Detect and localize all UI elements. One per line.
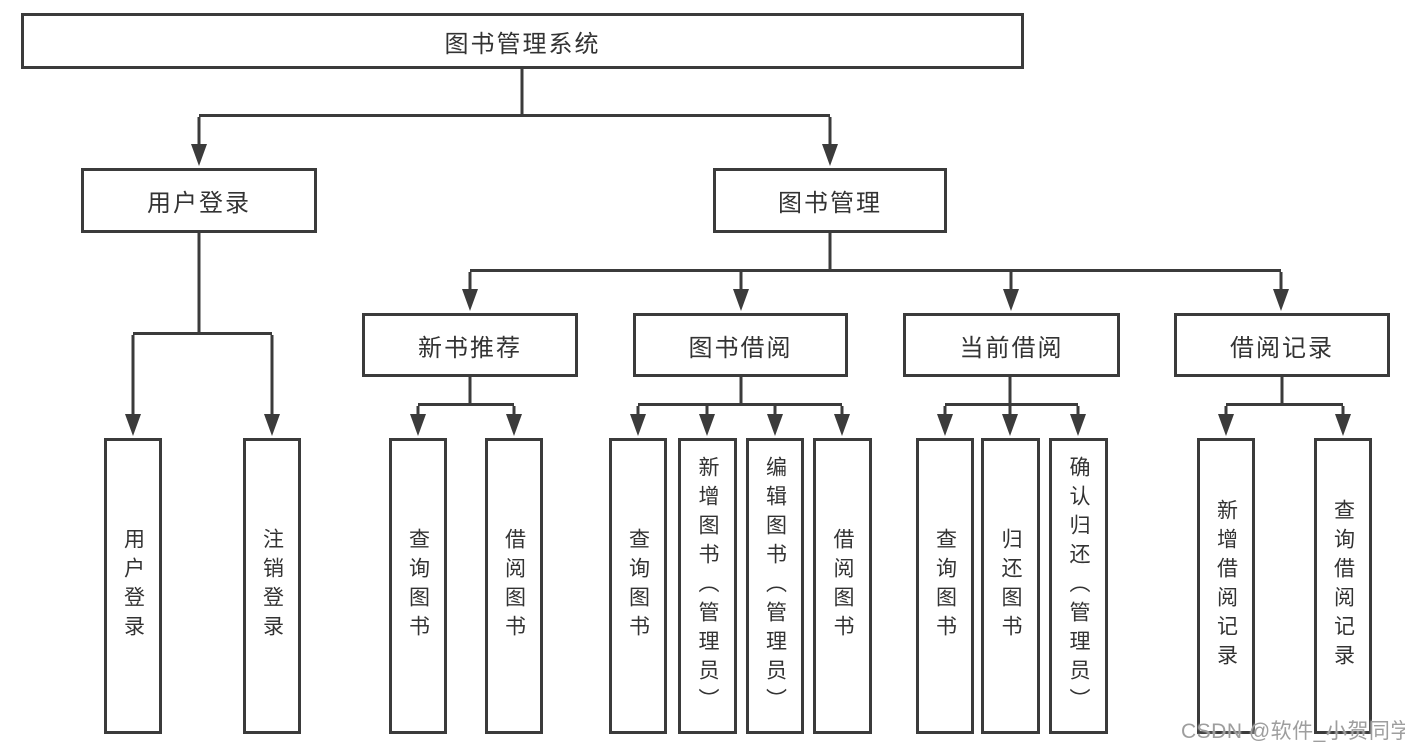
node-borrowing-records: 借阅记录 [1174, 313, 1390, 377]
node-library-management-system: 图书管理系统 [21, 13, 1024, 69]
connector-shafts [131, 69, 1345, 417]
leaf-query-borrow-record: 查询借阅记录 [1314, 438, 1372, 734]
leaf-confirm-return-admin: 确认归还（管理员） [1049, 438, 1108, 734]
arrowheads [125, 144, 1351, 436]
leaf-edit-books-admin: 编辑图书（管理员） [746, 438, 804, 734]
leaf-return-books: 归还图书 [981, 438, 1040, 734]
leaf-add-borrow-record: 新增借阅记录 [1197, 438, 1255, 734]
leaf-borrow-books-borrow: 借阅图书 [813, 438, 872, 734]
leaf-query-books-borrow: 查询图书 [609, 438, 667, 734]
leaf-user-login: 用户登录 [104, 438, 162, 734]
node-book-management: 图书管理 [713, 168, 947, 233]
node-user-login: 用户登录 [81, 168, 317, 233]
watermark-text: CSDN @软件_小贺同学 [1181, 720, 1405, 743]
leaf-borrow-books-recommend: 借阅图书 [485, 438, 543, 734]
node-book-borrowing: 图书借阅 [633, 313, 848, 377]
leaf-add-books-admin: 新增图书（管理员） [678, 438, 737, 734]
node-current-borrowing: 当前借阅 [903, 313, 1120, 377]
node-new-book-recommendation: 新书推荐 [362, 313, 578, 377]
leaf-logout-login: 注销登录 [243, 438, 301, 734]
leaf-query-books-current: 查询图书 [916, 438, 974, 734]
leaf-query-books-recommend: 查询图书 [389, 438, 447, 734]
